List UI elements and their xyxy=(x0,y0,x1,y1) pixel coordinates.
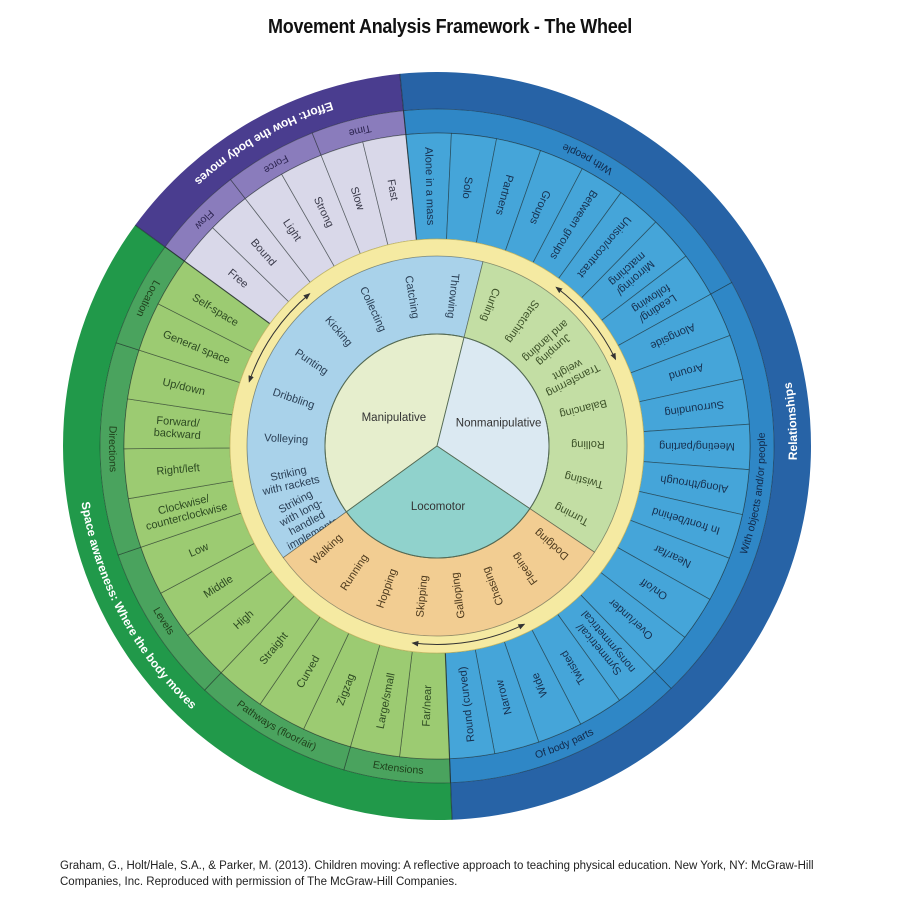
skill-label: Volleying xyxy=(264,432,309,446)
label-line: Throwing xyxy=(444,273,461,319)
label-line: Right/left xyxy=(156,462,200,478)
label-line: Fast xyxy=(385,178,400,201)
citation-text: Graham, G., Holt/Hale, S.A., & Parker, M… xyxy=(60,860,814,888)
category-divider xyxy=(134,224,271,325)
subcategory-label: Directions xyxy=(106,425,119,472)
skill-group-locomotor: DodgingFleeingChasingGallopingSkippingHo… xyxy=(282,508,596,637)
label-line: Meeting/parting xyxy=(659,440,735,452)
double-arrow-icon xyxy=(555,286,617,361)
label-line: Alone in a mass xyxy=(422,147,436,226)
yellow-ring-edge xyxy=(229,238,645,654)
concept-label: Far/near xyxy=(421,684,435,726)
double-arrow-icon xyxy=(248,293,311,383)
skill-label: Rolling xyxy=(571,438,605,450)
label-line: Skipping xyxy=(414,575,430,618)
label-line: Rolling xyxy=(571,438,605,450)
label-line: Volleying xyxy=(264,432,309,446)
concept-label: Meeting/parting xyxy=(659,440,735,452)
subcategory-label: Time xyxy=(347,122,372,139)
skill-label: Throwing xyxy=(444,273,461,319)
subcategory-label-path: Time xyxy=(347,122,372,139)
double-arrow-icon xyxy=(411,623,526,647)
concept-label: Forward/backward xyxy=(153,415,202,442)
concept-label: Alone in a mass xyxy=(422,147,436,226)
pie-label: Locomotor xyxy=(411,501,466,513)
concept-label: Right/left xyxy=(156,462,200,478)
pie-label: Nonmanipulative xyxy=(456,417,542,429)
label-line: Solo xyxy=(460,176,475,199)
label-line: Forward/ xyxy=(156,415,201,430)
pie-outline xyxy=(324,333,550,559)
category-band xyxy=(62,225,453,821)
category-divider xyxy=(399,73,418,241)
concept-label: Fast xyxy=(385,178,400,201)
skill-label: Skipping xyxy=(414,575,430,618)
inner-skill-ring: Strikingwith long-handledimplementsStrik… xyxy=(229,238,645,654)
category-divider xyxy=(444,652,453,820)
label-line: backward xyxy=(153,427,201,442)
label-line: Far/near xyxy=(421,684,435,726)
pie-label: Manipulative xyxy=(362,412,427,424)
page-title: Movement Analysis Framework - The Wheel xyxy=(268,16,632,38)
subcategory-label-path: Directions xyxy=(106,425,119,472)
concept-label: Solo xyxy=(460,176,475,199)
